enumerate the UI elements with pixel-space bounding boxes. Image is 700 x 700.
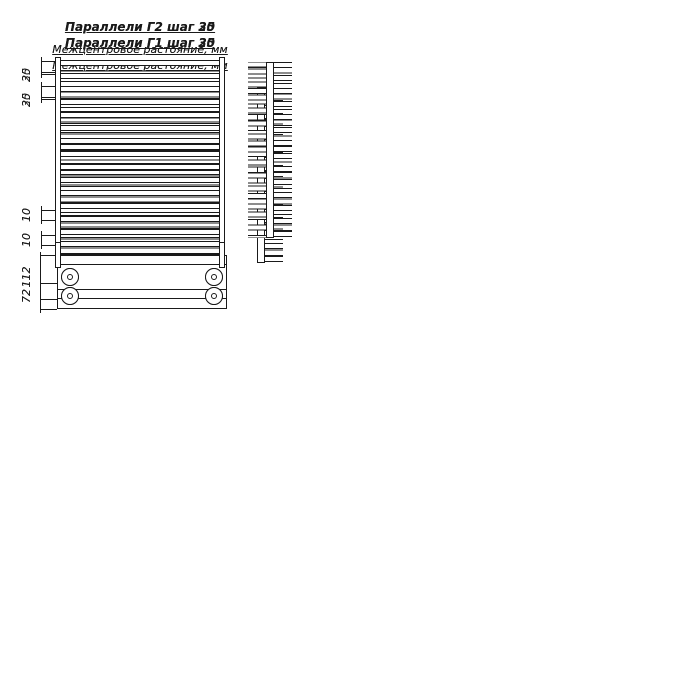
panel-subtitle: Межцентровое растояние, мм — [52, 43, 228, 56]
dimension-value: 112 — [20, 266, 33, 288]
panel-g2-step30: Параллели Г2 шаг 30 Межцентровое растоян… — [0, 0, 350, 350]
dimension-line — [41, 99, 55, 100]
tube-profile-left — [248, 62, 266, 238]
dimension-line — [40, 283, 57, 284]
pipe-hole — [67, 293, 73, 299]
tube-profile-right — [274, 62, 292, 238]
dimension-line — [41, 86, 55, 87]
dimension-value: 10 — [20, 208, 33, 222]
dimension-line — [41, 235, 55, 236]
right-collector-rail — [219, 57, 225, 243]
tube-array — [61, 60, 219, 240]
panel-subtitle: Межцентровое растояние, мм — [52, 43, 228, 56]
pipe-hole — [67, 274, 73, 280]
left-collector-rail — [55, 57, 61, 243]
panel-title: Параллели Г2 шаг 30 — [64, 20, 216, 34]
dimension-line — [41, 220, 55, 221]
panel-title: Параллели Г1 шаг 25 — [64, 36, 216, 50]
side-collector-bar — [266, 62, 274, 238]
radiator-front-view — [55, 57, 225, 243]
dimension-line — [41, 72, 55, 73]
pipe-connection-right — [205, 287, 223, 305]
pipe-connection-left — [61, 268, 79, 286]
dimension-line — [41, 74, 55, 75]
pipe-hole — [211, 274, 217, 280]
dimension-line — [41, 97, 55, 98]
dimension-line — [40, 309, 57, 310]
panel-title: Параллели Г2 шаг 25 — [64, 20, 216, 34]
dimension-line — [40, 252, 41, 303]
dimension-line — [41, 61, 55, 62]
dimension-line — [40, 299, 57, 300]
dimension-line — [41, 245, 55, 246]
dimension-line — [40, 255, 57, 256]
pipe-connection-left — [61, 287, 79, 305]
dimension-line — [41, 206, 42, 224]
dimension-line — [41, 231, 42, 249]
panel-title: Параллели Г1 шаг 30 — [64, 36, 216, 50]
dimension-line — [41, 210, 55, 211]
collector-bottom-view — [57, 255, 227, 299]
dimension-line — [41, 57, 42, 78]
pipe-hole — [211, 293, 217, 299]
radiator-side-view — [248, 62, 292, 238]
pipe-connection-right — [205, 268, 223, 286]
dimension-value: 30 — [20, 68, 33, 82]
dimension-line — [41, 82, 42, 103]
